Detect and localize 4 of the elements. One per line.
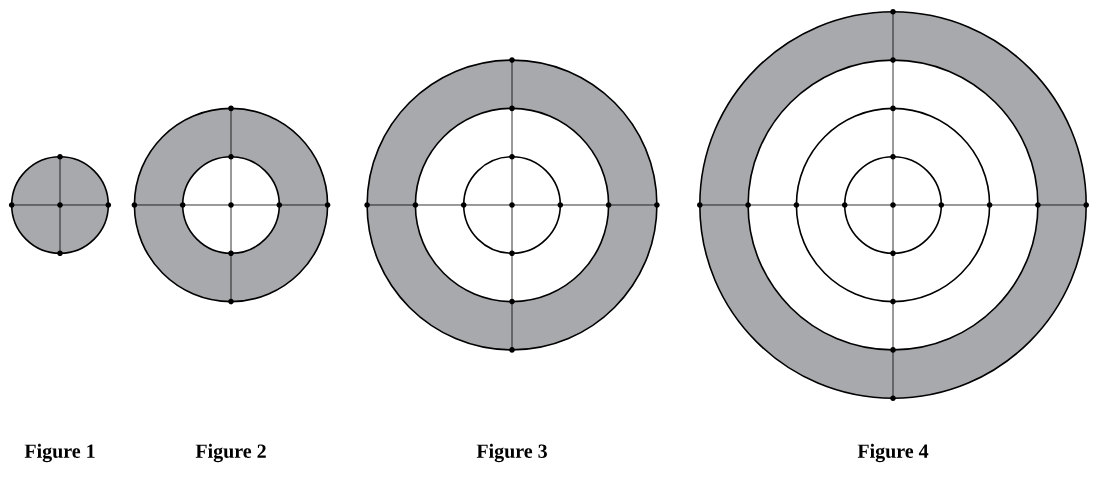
figure-label: Figure 1: [24, 443, 95, 463]
figure-label: Figure 2: [195, 443, 266, 463]
figure-label: Figure 4: [857, 443, 929, 463]
figure-label: Figure 3: [476, 443, 547, 463]
